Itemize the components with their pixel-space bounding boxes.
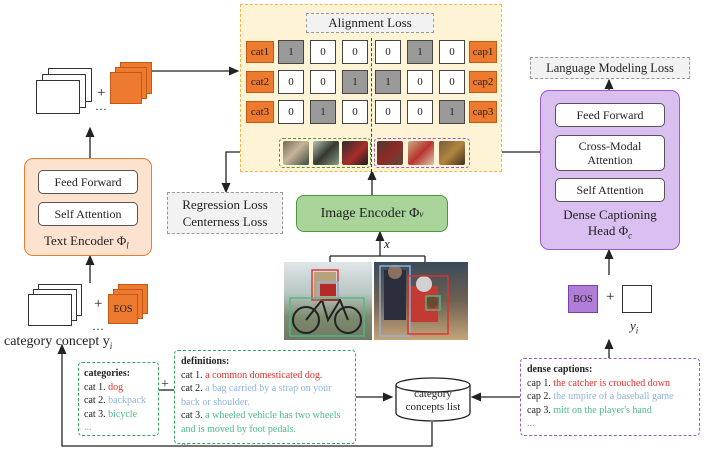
region-thumbnail-mitt (439, 141, 465, 165)
input-image-baseball (374, 262, 468, 340)
alignment-loss-label: Alignment Loss (306, 13, 434, 33)
region-thumbnail-catcher (377, 141, 403, 165)
matrix-row-cat1: cat1 (246, 41, 274, 63)
regression-loss-label: Regression Loss Centerness Loss (167, 192, 283, 234)
dense-head-label: Dense Captioning Head Φc (563, 207, 657, 241)
dense-captions-box: dense captions: cap 1. the catcher is cr… (520, 358, 700, 436)
plus-sign-bos: + (606, 289, 615, 305)
matrix-cell: 1 (342, 70, 368, 94)
matrix-col-cap2: cap2 (469, 71, 497, 93)
matrix-row-cat2: cat2 (246, 71, 274, 93)
input-image-dog-bicycle (284, 262, 372, 340)
matrix-cell: 0 (278, 100, 304, 124)
caption-token (622, 285, 652, 313)
matrix-cell: 1 (278, 40, 304, 64)
text-encoder-self-attention: Self Attention (38, 202, 138, 226)
matrix-cell: 0 (439, 40, 465, 64)
plus-sign-concept: + (94, 296, 103, 312)
matrix-cell: 0 (375, 100, 401, 124)
categories-box: categories: cat 1. dog cat 2. backpack c… (78, 362, 159, 436)
matrix-cell: 0 (310, 70, 336, 94)
ellipsis-concept: ··· (92, 322, 104, 336)
matrix-col-cap3: cap3 (469, 101, 497, 123)
matrix-cell: 0 (375, 40, 401, 64)
dense-head-feed-forward: Feed Forward (555, 103, 665, 127)
dense-head-self-attention: Self Attention (555, 178, 665, 202)
matrix-cell: 0 (342, 100, 368, 124)
matrix-cell: 0 (342, 40, 368, 64)
plus-sign-definitions: + (161, 377, 169, 392)
input-image-label: x (384, 236, 390, 251)
text-encoder-feed-forward: Feed Forward (38, 170, 138, 194)
matrix-col-cap1: cap1 (469, 41, 497, 63)
caption-label: yi (630, 318, 639, 336)
baseball-players-icon (379, 265, 449, 337)
language-modeling-loss-label: Language Modeling Loss (530, 57, 690, 79)
matrix-cell: 0 (439, 70, 465, 94)
plus-sign: + (97, 85, 106, 101)
matrix-cell: 0 (407, 70, 433, 94)
category-regions-group (279, 138, 371, 168)
matrix-cell: 1 (310, 100, 336, 124)
region-thumbnail-bicycle (313, 141, 339, 165)
database-icon (395, 377, 471, 422)
text-encoder-label: Text Encoder Φl (44, 233, 129, 251)
matrix-cell: 1 (375, 70, 401, 94)
bicycle-icon (289, 269, 365, 337)
matrix-cell: 1 (407, 40, 433, 64)
definitions-box: definitions: cat 1. a common domesticate… (174, 350, 356, 448)
bos-token: BOS (568, 285, 598, 313)
ellipsis: ··· (95, 102, 107, 116)
region-thumbnail-dog (283, 141, 309, 165)
matrix-cell: 0 (278, 70, 304, 94)
region-thumbnail-umpire (408, 141, 434, 165)
region-thumbnail-backpack (342, 141, 368, 165)
caption-regions-group (374, 138, 470, 168)
matrix-divider (371, 38, 372, 172)
category-concepts-list: category concepts list (405, 388, 461, 413)
matrix-cell: 0 (310, 40, 336, 64)
matrix-cell: 1 (439, 100, 465, 124)
matrix-row-cat3: cat3 (246, 101, 274, 123)
matrix-cell: 0 (407, 100, 433, 124)
category-concept-label: category concept yi (4, 334, 113, 351)
dense-head-cross-modal-attention: Cross-Modal Attention (555, 135, 665, 171)
